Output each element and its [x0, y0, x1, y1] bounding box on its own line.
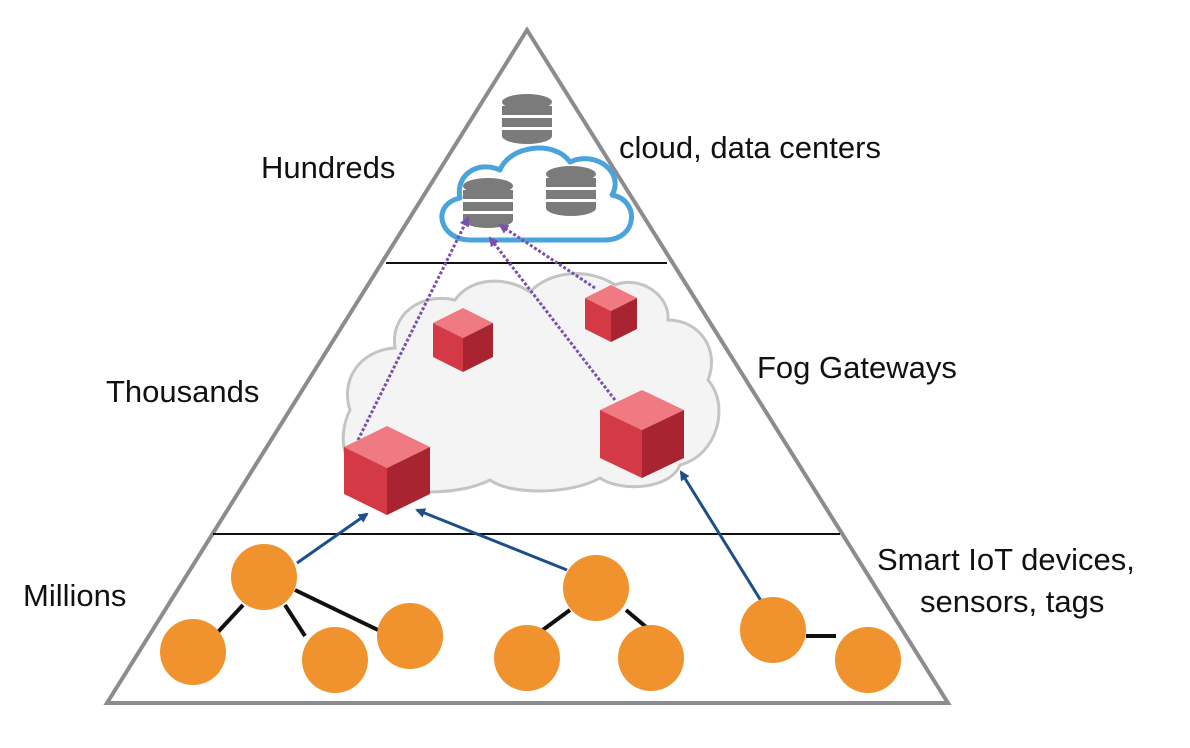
device-desc-line1: Smart IoT devices,: [877, 542, 1135, 577]
gateway-cube-icon: [585, 285, 637, 342]
fog-count-label: Thousands: [106, 374, 259, 409]
device-to-fog-arrow: [415, 508, 568, 572]
device-node-icon: [231, 544, 297, 610]
cloud-desc-label: cloud, data centers: [619, 130, 881, 165]
fog-to-cloud-arrow: [498, 223, 596, 290]
device-links: [216, 588, 836, 638]
device-count-label: Millions: [23, 578, 126, 613]
device-node-icon: [494, 625, 560, 691]
gateway-cube-icon: [600, 390, 684, 478]
device-node-icon: [160, 619, 226, 685]
fog-to-cloud-arrow: [356, 216, 470, 441]
database-icon: [463, 178, 513, 228]
database-icon: [546, 166, 596, 216]
device-to-fog-arrow: [296, 512, 369, 565]
device-nodes: [160, 544, 901, 693]
device-node-icon: [835, 627, 901, 693]
device-to-fog-arrow: [679, 470, 765, 605]
gateway-cube-icon: [433, 308, 493, 372]
device-node-icon: [618, 625, 684, 691]
fog-to-cloud-arrow: [488, 236, 617, 401]
device-node-icon: [302, 627, 368, 693]
fog-desc-label: Fog Gateways: [757, 350, 957, 385]
device-node-icon: [377, 603, 443, 669]
database-icon: [502, 94, 552, 144]
device-desc-line2: sensors, tags: [920, 584, 1104, 619]
cloud-count-label: Hundreds: [261, 150, 395, 185]
device-node-icon: [563, 555, 629, 621]
gateway-cube-icon: [344, 426, 430, 515]
device-node-icon: [740, 597, 806, 663]
